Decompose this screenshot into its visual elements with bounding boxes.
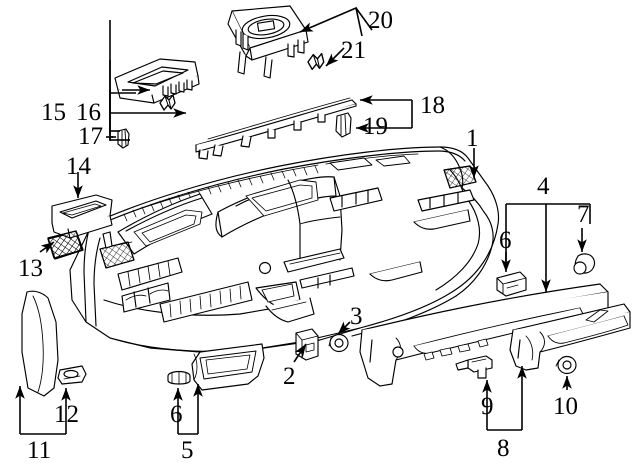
callout-4[interactable]: 4 [537, 173, 550, 200]
callout-11[interactable]: 11 [27, 437, 52, 464]
callout-5[interactable]: 5 [181, 437, 194, 464]
callout-13[interactable]: 13 [18, 255, 43, 282]
callout-17[interactable]: 17 [78, 123, 103, 150]
part-cover-clip [57, 365, 87, 385]
callout-1[interactable]: 1 [466, 125, 479, 152]
callout-21[interactable]: 21 [341, 37, 366, 64]
callout-20[interactable]: 20 [368, 7, 393, 34]
part-retainer-clip-right [496, 271, 527, 297]
callout-19[interactable]: 19 [363, 113, 388, 140]
part-windshield-trim-molding [195, 97, 357, 160]
callout-18[interactable]: 18 [420, 92, 445, 119]
callout-12[interactable]: 12 [54, 401, 79, 428]
part-glove-box-door [191, 343, 265, 391]
part-screw-grommet [555, 355, 577, 375]
part-knob-plug [573, 253, 596, 275]
part-end-cover-panel [21, 290, 59, 397]
callout-7[interactable]: 7 [577, 201, 590, 228]
callout-3[interactable]: 3 [350, 303, 363, 330]
callout-2[interactable]: 2 [283, 363, 296, 390]
part-defroster-grille [51, 194, 113, 239]
callout-14[interactable]: 14 [66, 153, 91, 180]
callout-15[interactable]: 15 [41, 99, 66, 126]
callout-8[interactable]: 8 [497, 435, 510, 462]
callout-16[interactable]: 16 [76, 99, 101, 126]
part-grommet-plug [328, 333, 349, 353]
callout-9[interactable]: 9 [481, 393, 494, 420]
callout-6-right[interactable]: 6 [499, 227, 512, 254]
part-instrument-panel-assembly [47, 146, 500, 353]
part-passenger-lower-trim [509, 303, 631, 371]
part-small-clip [117, 128, 130, 149]
callout-6-left[interactable]: 6 [170, 401, 183, 428]
part-mounting-clip [455, 355, 493, 379]
part-molding-clip [335, 112, 352, 138]
callout-10[interactable]: 10 [553, 393, 578, 420]
part-speaker-cover-assembly [114, 58, 200, 104]
part-center-speaker-cover [227, 5, 309, 79]
part-retainer-clip-left [167, 370, 191, 385]
